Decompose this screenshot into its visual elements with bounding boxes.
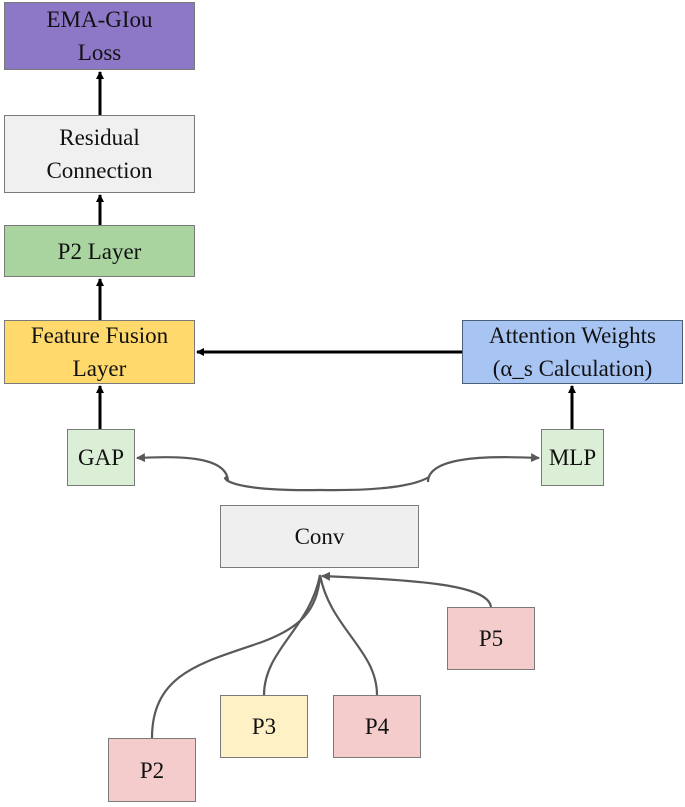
arrow-p4-to-conv	[318, 574, 379, 696]
arrow-conv-to-gap	[136, 453, 321, 492]
gap-label: GAP	[77, 445, 124, 470]
ema-giou-loss-label: EMA-GIou Loss	[46, 7, 153, 65]
conv-block: Conv	[220, 505, 419, 568]
p2-block: P2	[108, 738, 196, 802]
attention-weights-label: Attention Weights (α_s Calculation)	[488, 323, 657, 381]
p3-block: P3	[220, 695, 308, 758]
p3-label: P3	[251, 714, 277, 739]
mlp-block: MLP	[541, 429, 604, 486]
attention-weights-block: Attention Weights (α_s Calculation)	[462, 320, 683, 384]
p5-block: P5	[447, 607, 535, 670]
p5-label: P5	[478, 626, 504, 651]
p4-label: P4	[364, 714, 390, 739]
p2-layer-label: P2 Layer	[57, 238, 142, 264]
ema-giou-loss-block: EMA-GIou Loss	[4, 2, 195, 70]
mlp-label: MLP	[548, 445, 597, 470]
arrow-p3-to-conv	[262, 574, 322, 696]
gap-block: GAP	[67, 429, 135, 486]
residual-connection-label: Residual Connection	[46, 125, 153, 183]
p2-label: P2	[139, 757, 165, 783]
p4-block: P4	[333, 695, 421, 758]
arrow-conv-to-mlp	[319, 453, 540, 492]
residual-connection-block: Residual Connection	[4, 115, 195, 193]
feature-fusion-layer-block: Feature Fusion Layer	[4, 320, 195, 384]
conv-label: Conv	[294, 524, 345, 549]
arrow-p2-to-conv	[150, 574, 322, 739]
p2-layer-block: P2 Layer	[4, 225, 195, 277]
arrow-p5-to-conv	[321, 571, 493, 608]
feature-fusion-layer-label: Feature Fusion Layer	[30, 323, 169, 381]
